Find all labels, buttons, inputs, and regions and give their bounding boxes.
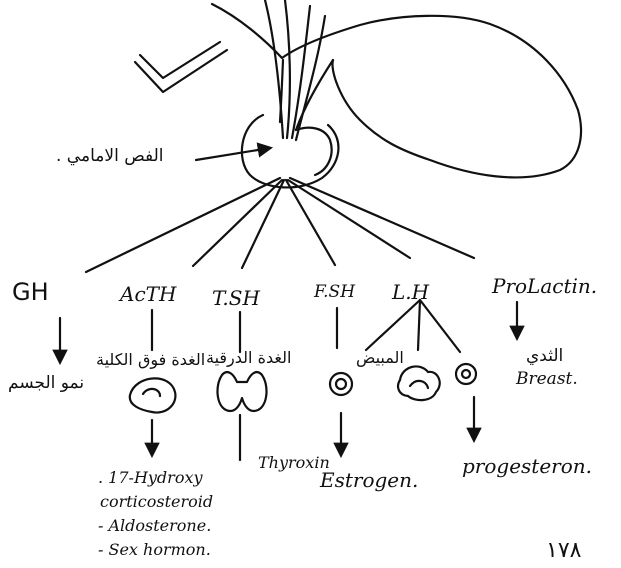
adrenal-gland: [130, 378, 176, 412]
breast-arabic-label: الثدي: [526, 348, 563, 365]
thyroxin-label: Thyroxin: [258, 455, 330, 471]
breast-label: Breast.: [516, 371, 578, 388]
adrenal-label: الغدة فوق الكلية: [96, 352, 205, 368]
follicle-1: [330, 373, 352, 395]
lh-split-mid: [418, 300, 420, 350]
label-arrow: [196, 148, 270, 160]
thyroid-gland: [217, 372, 266, 411]
lh-split-left: [366, 300, 420, 350]
hormone-lh: L.H: [392, 282, 429, 302]
posterior-lobe: [296, 128, 332, 175]
lh-split-right: [420, 300, 460, 352]
line-to-lh: [288, 180, 410, 258]
hormone-tsh: T.SH: [212, 288, 260, 308]
progesterone-label: progesteron.: [462, 456, 592, 476]
corpus-luteum: [456, 364, 476, 384]
line-to-acth: [193, 180, 282, 266]
anterior-lobe-label: الفص الامامي .: [56, 148, 164, 165]
hormone-gh: GH: [12, 280, 49, 304]
page-number: ١٧٨: [546, 540, 581, 562]
hormone-fsh: F.SH: [314, 284, 355, 301]
hormone-prolactin: ProLactin.: [492, 276, 597, 296]
acth-product-3: - Aldosterone.: [98, 518, 211, 534]
thyroid-label: الغدة الدرقية: [206, 350, 291, 366]
brain-outline: [212, 4, 581, 177]
optic-chiasm: [135, 50, 227, 92]
fiber-2: [285, 0, 290, 138]
ovulating-follicle: [398, 366, 440, 400]
line-to-prolactin: [290, 178, 474, 258]
ovary-label: المبيض: [356, 350, 404, 366]
hormone-acth: AcTH: [120, 284, 176, 304]
line-to-fsh: [286, 180, 335, 265]
acth-product-4: - Sex hormon.: [98, 542, 211, 558]
acth-product-2: corticosteroid: [100, 494, 213, 510]
line-to-gh: [86, 178, 280, 272]
acth-product-1: . 17-Hydroxy: [98, 470, 203, 486]
gh-effect-label: نمو الجسم: [8, 375, 84, 392]
estrogen-label: Estrogen.: [320, 470, 418, 490]
